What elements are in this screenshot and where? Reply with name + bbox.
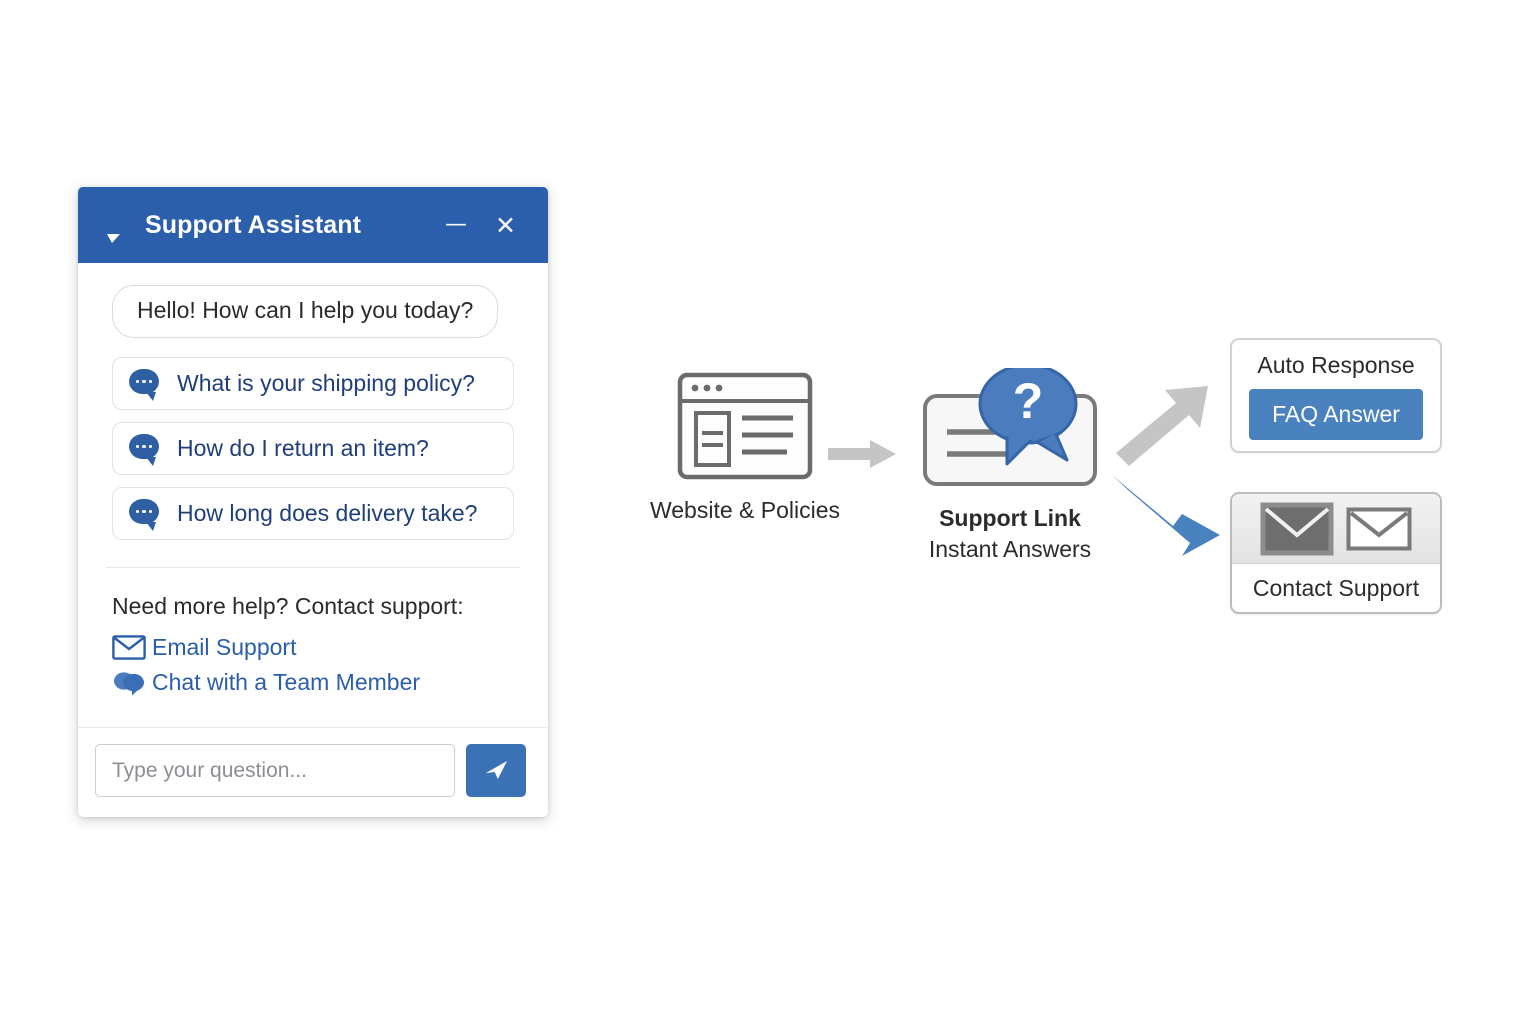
auto-response-title: Auto Response <box>1257 352 1415 378</box>
chat-team-member-link[interactable]: Chat with a Team Member <box>112 669 514 696</box>
faq-answer-button[interactable]: FAQ Answer <box>1249 389 1423 440</box>
svg-text:?: ? <box>1013 373 1044 429</box>
envelope-icon <box>112 635 152 660</box>
contact-link-label: Email Support <box>152 634 297 660</box>
widget-title-bar: Support Assistant — ✕ <box>78 187 548 263</box>
chat-bubble-icon <box>129 499 161 531</box>
diagram-node-auto-response: Auto Response FAQ Answer <box>1230 338 1442 453</box>
node-subcaption: Instant Answers <box>928 536 1092 562</box>
contact-link-label: Chat with a Team Member <box>152 669 421 695</box>
node-caption: Website & Policies <box>649 497 841 523</box>
diagram-node-support-link: ? Support Link Instant Answers <box>915 368 1105 563</box>
envelope-filled-icon <box>1260 502 1334 555</box>
arrow-support-to-auto <box>1116 386 1208 466</box>
diagram-node-website: Website & Policies <box>645 370 845 524</box>
contact-support-title: Contact Support <box>1232 564 1440 612</box>
support-assistant-widget: Support Assistant — ✕ Hello! How can I h… <box>78 187 548 817</box>
suggestion-chip-return-item[interactable]: How do I return an item? <box>112 422 514 475</box>
browser-window-icon <box>645 370 845 482</box>
suggestion-chip-label: How long does delivery take? <box>177 499 478 526</box>
card-question-bubble-icon: ? <box>915 368 1105 488</box>
close-button[interactable]: ✕ <box>495 210 516 240</box>
section-divider <box>106 567 520 568</box>
arrow-support-to-contact <box>1113 476 1220 556</box>
widget-input-bar <box>78 727 548 817</box>
support-flow-diagram: Website & Policies ? Suppor <box>620 320 1480 620</box>
chat-bubble-icon <box>102 213 132 243</box>
diagram-arrows-layer <box>828 386 1220 556</box>
suggestion-chip-label: How do I return an item? <box>177 434 429 461</box>
arrow-website-to-support <box>828 440 896 468</box>
question-input[interactable] <box>95 744 455 797</box>
diagram-node-contact-support: Contact Support <box>1230 492 1442 614</box>
email-support-link[interactable]: Email Support <box>112 634 514 661</box>
send-button[interactable] <box>466 744 526 797</box>
two-envelopes-icon <box>1232 494 1440 564</box>
suggestion-chip-label: What is your shipping policy? <box>177 369 475 396</box>
minimize-button[interactable]: — <box>445 212 468 237</box>
node-caption: Support Link <box>939 505 1081 531</box>
chat-bubble-icon <box>129 434 161 466</box>
suggestion-chip-shipping-policy[interactable]: What is your shipping policy? <box>112 357 514 410</box>
chat-bubble-icon <box>129 369 161 401</box>
contact-support-prompt: Need more help? Contact support: <box>112 593 464 619</box>
widget-title: Support Assistant <box>145 210 362 239</box>
greeting-row: Hello! How can I help you today? <box>78 285 548 357</box>
suggestion-chip-delivery-time[interactable]: How long does delivery take? <box>112 487 514 540</box>
envelope-outline-icon <box>1346 507 1412 550</box>
chat-bubbles-icon <box>112 670 152 696</box>
paper-plane-icon <box>483 756 510 786</box>
greeting-message: Hello! How can I help you today? <box>112 285 499 338</box>
widget-body: Hello! How can I help you today? What is… <box>78 263 548 727</box>
